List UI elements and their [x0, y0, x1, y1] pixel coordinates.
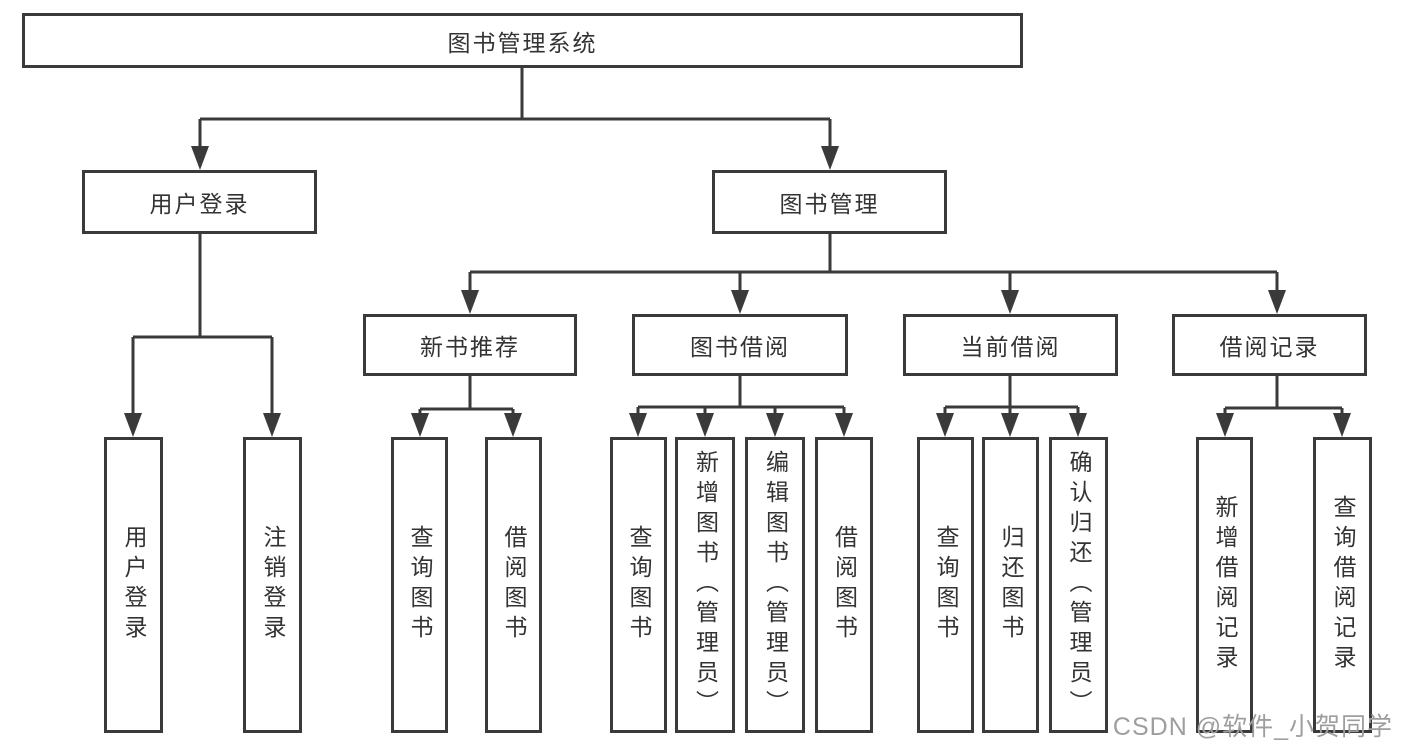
node-leaf-current-return-books-label: 归还图书	[998, 525, 1024, 645]
node-leaf-current-confirm-return-admin: 确认归还（管理员）	[1049, 437, 1108, 733]
node-leaf-current-confirm-return-admin-label: 确认归还（管理员）	[1066, 450, 1092, 720]
node-leaf-borrow-query-books-label: 查询图书	[626, 525, 652, 645]
node-leaf-records-add-record-label: 新增借阅记录	[1212, 495, 1238, 675]
node-root-system: 图书管理系统	[22, 13, 1023, 68]
node-leaf-borrow-query-books: 查询图书	[610, 437, 667, 733]
node-leaf-borrow-edit-books-admin-label: 编辑图书（管理员）	[762, 450, 789, 720]
node-book-borrow-label: 图书借阅	[690, 334, 790, 360]
node-root-system-label: 图书管理系统	[447, 29, 598, 56]
node-leaf-recommend-query-books-label: 查询图书	[407, 525, 433, 645]
node-leaf-logout-label: 注销登录	[260, 525, 286, 645]
node-leaf-borrow-borrow-books-label: 借阅图书	[831, 525, 858, 645]
node-book-borrow: 图书借阅	[632, 314, 848, 376]
node-leaf-borrow-edit-books-admin: 编辑图书（管理员）	[745, 437, 805, 733]
node-leaf-recommend-borrow-books-label: 借阅图书	[501, 525, 527, 645]
node-new-book-recommend-label: 新书推荐	[420, 334, 520, 360]
node-leaf-recommend-borrow-books: 借阅图书	[485, 437, 542, 733]
node-leaf-records-add-record: 新增借阅记录	[1196, 437, 1253, 733]
node-leaf-logout: 注销登录	[243, 437, 302, 733]
node-leaf-borrow-borrow-books: 借阅图书	[815, 437, 873, 733]
node-user-login-group-label: 用户登录	[149, 191, 250, 217]
node-leaf-current-query-books-label: 查询图书	[933, 525, 959, 645]
node-leaf-records-query-record: 查询借阅记录	[1313, 437, 1372, 733]
node-leaf-borrow-add-books-admin-label: 新增图书（管理员）	[692, 450, 719, 720]
node-leaf-current-query-books: 查询图书	[917, 437, 974, 733]
node-new-book-recommend: 新书推荐	[363, 314, 577, 376]
node-borrow-records: 借阅记录	[1172, 314, 1367, 376]
node-user-login-group: 用户登录	[82, 170, 317, 234]
node-leaf-records-query-record-label: 查询借阅记录	[1330, 495, 1356, 675]
node-borrow-records-label: 借阅记录	[1219, 334, 1320, 360]
node-book-management-label: 图书管理	[779, 191, 880, 217]
node-leaf-borrow-add-books-admin: 新增图书（管理员）	[675, 437, 735, 733]
node-current-borrow-label: 当前借阅	[960, 334, 1061, 360]
csdn-watermark: CSDN @软件_小贺同学	[1112, 713, 1393, 741]
node-leaf-current-return-books: 归还图书	[982, 437, 1039, 733]
node-leaf-user-login: 用户登录	[104, 437, 163, 733]
node-leaf-user-login-label: 用户登录	[121, 525, 147, 645]
node-leaf-recommend-query-books: 查询图书	[391, 437, 448, 733]
node-book-management: 图书管理	[712, 170, 947, 234]
node-current-borrow: 当前借阅	[903, 314, 1118, 376]
